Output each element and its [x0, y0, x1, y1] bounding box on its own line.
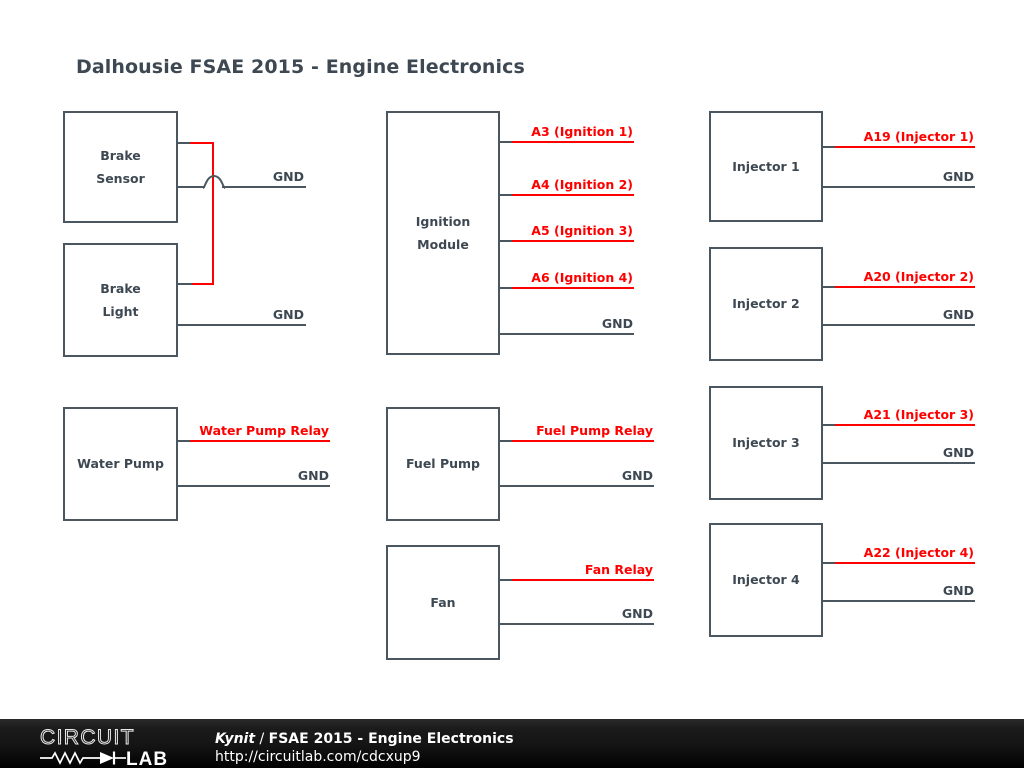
wire-injector-2-signal-stub	[823, 286, 837, 288]
block-injector-3-label-1: Injector 3	[732, 435, 800, 451]
wire-injector-4-signal-stub	[823, 562, 837, 564]
block-injector-3[interactable]: Injector 3	[709, 386, 823, 500]
wire-injector-3-signal-stub	[823, 424, 837, 426]
block-brake-sensor-label-2: Sensor	[96, 171, 145, 186]
block-brake-light[interactable]: Brake Light	[63, 243, 178, 357]
wire-ignition-a6-stub	[500, 287, 514, 289]
wire-ignition-a4-stub	[500, 194, 514, 196]
wire-hop-icon	[203, 175, 225, 189]
label-fuel-pump-gnd: GND	[621, 468, 653, 483]
wire-fan-relay-stub	[500, 579, 514, 581]
wire-injector-1-gnd	[823, 186, 975, 188]
wire-injector-2-signal	[835, 286, 975, 288]
wire-fan-gnd	[500, 623, 654, 625]
label-injector-4-gnd: GND	[942, 583, 974, 598]
wire-fuel-pump-relay	[512, 440, 654, 442]
label-brake-light-gnd: GND	[272, 307, 304, 322]
block-brake-sensor[interactable]: Brake Sensor	[63, 111, 178, 223]
block-injector-2[interactable]: Injector 2	[709, 247, 823, 361]
wire-injector-3-signal	[835, 424, 975, 426]
wire-injector-3-gnd	[823, 462, 975, 464]
block-ignition-module-label-2: Module	[417, 237, 469, 252]
label-water-pump-relay: Water Pump Relay	[199, 423, 329, 438]
block-brake-light-label-2: Light	[102, 304, 139, 319]
block-fan[interactable]: Fan	[386, 545, 500, 660]
footer-separator: /	[255, 731, 269, 747]
label-ignition-a5: A5 (Ignition 3)	[531, 223, 633, 238]
block-injector-4-label-1: Injector 4	[732, 572, 800, 588]
label-fan-gnd: GND	[621, 606, 653, 621]
block-brake-sensor-label-1: Brake	[100, 147, 141, 163]
wire-ignition-a3-stub	[500, 141, 514, 143]
label-injector-3-signal: A21 (Injector 3)	[863, 407, 974, 422]
block-ignition-module[interactable]: Ignition Module	[386, 111, 500, 355]
wire-brake-light-signal-stub	[178, 283, 192, 285]
label-fuel-pump-relay: Fuel Pump Relay	[536, 423, 653, 438]
wire-water-pump-gnd	[178, 485, 330, 487]
svg-text:LAB: LAB	[126, 749, 168, 765]
block-brake-light-label-1: Brake	[100, 280, 141, 296]
wire-ignition-a6	[512, 287, 634, 289]
wire-injector-4-signal	[835, 562, 975, 564]
label-ignition-a6: A6 (Ignition 4)	[531, 270, 633, 285]
footer-text: Kynit / FSAE 2015 - Engine Electronics h…	[215, 730, 514, 767]
wire-injector-2-gnd	[823, 324, 975, 326]
wire-ignition-a4	[512, 194, 634, 196]
footer-url[interactable]: http://circuitlab.com/cdcxup9	[215, 749, 421, 766]
wire-injector-4-gnd	[823, 600, 975, 602]
wire-ignition-gnd	[500, 333, 634, 335]
label-injector-4-signal: A22 (Injector 4)	[863, 545, 974, 560]
wire-injector-1-signal-stub	[823, 146, 837, 148]
label-ignition-a3: A3 (Ignition 1)	[531, 124, 633, 139]
block-injector-2-label-1: Injector 2	[732, 296, 800, 312]
wire-brake-interconnect-vertical	[212, 142, 214, 284]
wire-injector-1-signal	[835, 146, 975, 148]
wire-brake-sensor-signal	[190, 142, 214, 144]
block-fuel-pump[interactable]: Fuel Pump	[386, 407, 500, 521]
wire-water-pump-relay	[190, 440, 330, 442]
block-fan-label-1: Fan	[430, 594, 456, 610]
wire-fuel-pump-relay-stub	[500, 440, 514, 442]
block-injector-4[interactable]: Injector 4	[709, 523, 823, 637]
label-ignition-a4: A4 (Ignition 2)	[531, 177, 633, 192]
label-fan-relay: Fan Relay	[584, 562, 653, 577]
block-fuel-pump-label-1: Fuel Pump	[406, 456, 480, 472]
block-injector-1[interactable]: Injector 1	[709, 111, 823, 222]
diagram-title: Dalhousie FSAE 2015 - Engine Electronics	[76, 56, 525, 78]
label-injector-2-signal: A20 (Injector 2)	[863, 269, 974, 284]
block-ignition-module-label-1: Ignition	[415, 213, 471, 229]
wire-fuel-pump-gnd	[500, 485, 654, 487]
circuitlab-logo-icon[interactable]: CIRCUIT LAB	[38, 727, 190, 765]
label-ignition-gnd: GND	[601, 316, 633, 331]
label-injector-1-gnd: GND	[942, 169, 974, 184]
wire-ignition-a5	[512, 240, 634, 242]
wire-ignition-a5-stub	[500, 240, 514, 242]
block-water-pump[interactable]: Water Pump	[63, 407, 178, 521]
wire-brake-light-signal	[190, 283, 214, 285]
label-injector-3-gnd: GND	[942, 445, 974, 460]
label-brake-sensor-gnd: GND	[272, 169, 304, 184]
wire-brake-sensor-signal-stub	[178, 142, 192, 144]
label-injector-1-signal: A19 (Injector 1)	[863, 129, 974, 144]
footer-project-title: FSAE 2015 - Engine Electronics	[268, 731, 514, 747]
label-injector-2-gnd: GND	[942, 307, 974, 322]
wire-ignition-a3	[512, 141, 634, 143]
footer-project-line: Kynit / FSAE 2015 - Engine Electronics	[215, 730, 514, 748]
wire-brake-sensor-gnd-right	[222, 186, 306, 188]
wire-brake-light-gnd	[178, 324, 306, 326]
wire-brake-sensor-gnd-left	[178, 186, 205, 188]
footer-bar	[0, 719, 1024, 768]
wire-water-pump-relay-stub	[178, 440, 192, 442]
label-water-pump-gnd: GND	[297, 468, 329, 483]
svg-text:CIRCUIT: CIRCUIT	[40, 727, 135, 749]
wire-fan-relay	[512, 579, 654, 581]
block-water-pump-label-1: Water Pump	[77, 456, 164, 472]
footer-author: Kynit	[215, 731, 256, 747]
block-injector-1-label-1: Injector 1	[732, 158, 800, 174]
